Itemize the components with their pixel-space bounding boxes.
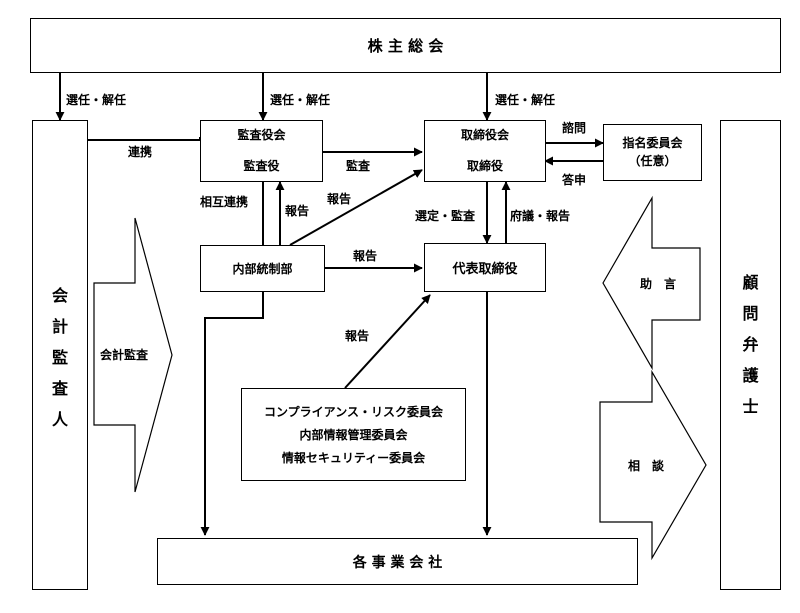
consultation-arrow-shape <box>599 369 707 561</box>
accounting-auditor-label: 会計監査人 <box>51 286 68 429</box>
mutual-cooperation-label: 相互連携 <box>200 195 249 209</box>
internal-control-box: 内部統制部 <box>200 245 325 292</box>
audit-label: 監査 <box>346 159 371 173</box>
director-label: 取締役 <box>466 159 503 173</box>
report-label-rep: 報告 <box>353 249 378 263</box>
insider-info-committee-label: 内部情報管理委員会 <box>299 428 408 442</box>
compliance-risk-committee-label: コンプライアンス・リスク委員会 <box>264 405 443 419</box>
legal-advisor-label: 顧問弁護士 <box>742 273 759 416</box>
shareholders-meeting-box: 株 主 総 会 <box>30 18 781 73</box>
accounting-audit-label: 会計監査 <box>100 348 149 362</box>
nomination-committee-note: （任意） <box>628 154 677 168</box>
renkei-label: 連携 <box>128 145 153 159</box>
group-companies-label: 各 事 業 会 社 <box>352 554 443 571</box>
legal-advisor-box: 顧問弁護士 <box>720 120 781 590</box>
advice-label: 助 言 <box>640 277 677 291</box>
audit-board-label: 監査役会 <box>237 128 286 142</box>
arrow-internal-to-companies <box>200 292 264 536</box>
representative-director-box: 代表取締役 <box>424 243 546 292</box>
arrow-committee-report <box>344 294 431 389</box>
nomination-committee-label: 指名委員会 <box>622 136 683 150</box>
elect-dismiss-label-kansayaku: 選任・解任 <box>270 93 331 107</box>
internal-control-label: 内部統制部 <box>232 262 293 276</box>
elect-dismiss-label-auditors: 選任・解任 <box>66 93 127 107</box>
report-label-up: 報告 <box>285 204 310 218</box>
select-audit-label: 選定・監査 <box>415 209 476 223</box>
report-label-committees: 報告 <box>345 329 370 343</box>
consult-label: 諮問 <box>562 121 587 135</box>
nomination-committee-box: 指名委員会 （任意） <box>603 124 702 181</box>
shareholders-meeting-label: 株 主 総 会 <box>367 37 444 55</box>
consultation-label: 相 談 <box>628 459 665 473</box>
report-label-diag: 報告 <box>327 192 352 206</box>
refer-report-label: 府議・報告 <box>510 209 571 223</box>
auditor-label: 監査役 <box>243 159 280 173</box>
accounting-auditor-box: 会計監査人 <box>32 120 88 590</box>
report-back-label: 答申 <box>562 173 587 187</box>
board-of-directors-box: 取締役会 取締役 <box>424 120 546 182</box>
board-of-directors-label: 取締役会 <box>460 128 509 142</box>
line-renkei <box>88 137 201 141</box>
advice-arrow-shape <box>602 195 701 371</box>
group-companies-box: 各 事 業 会 社 <box>157 538 638 585</box>
info-security-committee-label: 情報セキュリティー委員会 <box>281 451 426 465</box>
arrow-report-diag <box>289 169 423 246</box>
audit-board-box: 監査役会 監査役 <box>200 120 323 182</box>
committees-box: コンプライアンス・リスク委員会 内部情報管理委員会 情報セキュリティー委員会 <box>241 388 466 481</box>
elect-dismiss-label-torishimariyaku: 選任・解任 <box>495 93 556 107</box>
accounting-audit-arrow-shape <box>93 217 173 493</box>
representative-director-label: 代表取締役 <box>452 262 518 277</box>
